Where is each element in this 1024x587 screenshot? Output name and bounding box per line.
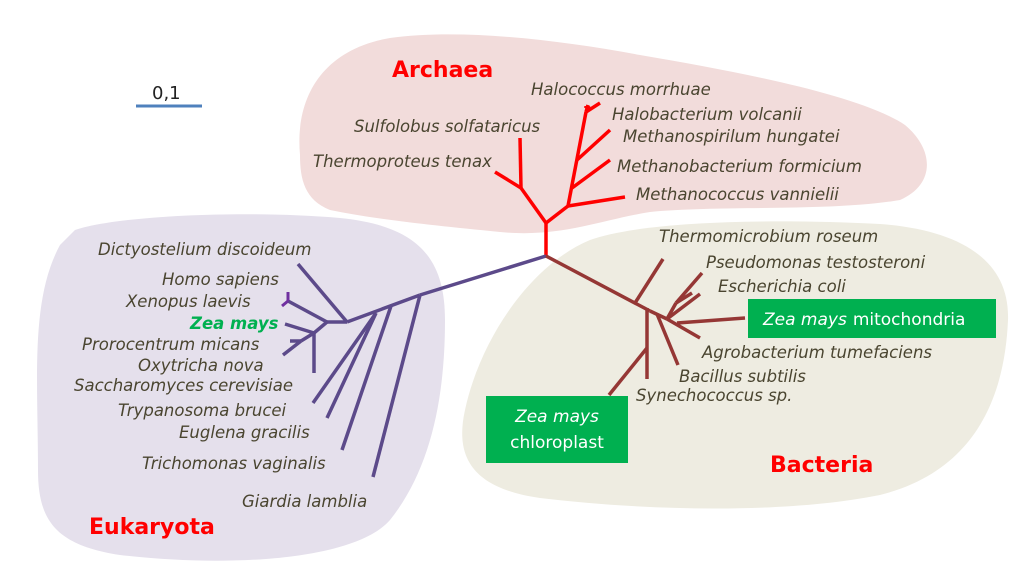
branch <box>300 331 315 343</box>
branch <box>287 299 328 324</box>
branch <box>281 339 303 357</box>
species-label: Saccharomyces cerevisiae <box>74 376 293 395</box>
branch <box>545 254 651 313</box>
species-label: Oxytricha nova <box>138 356 264 375</box>
species-label: Escherichia coli <box>718 277 846 296</box>
species-label: Halobacterium volcanii <box>612 105 802 124</box>
branch <box>570 158 612 190</box>
branch <box>674 271 704 305</box>
species-label: Xenopus laevis <box>125 292 251 311</box>
branch <box>567 195 626 208</box>
branch <box>665 302 678 320</box>
domain-label-bacteria: Bacteria <box>770 453 873 478</box>
species-label: Trypanosoma brucei <box>118 401 287 420</box>
branch <box>518 137 523 189</box>
branch <box>585 105 590 111</box>
domain-label-eukaryota: Eukaryota <box>89 515 215 540</box>
branch <box>519 186 548 225</box>
species-label: Agrobacterium tumefaciens <box>701 343 932 362</box>
species-label: Sulfolobus solfataricus <box>354 117 541 136</box>
branch <box>371 294 422 478</box>
species-label: Homo sapiens <box>162 270 279 289</box>
scale-bar-label: 0,1 <box>152 83 181 104</box>
zea-mays-chloroplast-box: Zea mays chloroplast <box>486 396 628 463</box>
species-label: Methanobacterium formicium <box>617 157 862 176</box>
archaea-region <box>299 34 927 234</box>
mitochondria-box-italic: Zea mays <box>762 310 847 330</box>
branch <box>419 254 547 297</box>
chloroplast-box-line1: Zea mays <box>514 407 599 427</box>
branch <box>284 322 315 335</box>
branch <box>296 262 349 324</box>
species-label: Halococcus morrhuae <box>531 80 711 99</box>
bacteria-branches <box>545 254 746 397</box>
branch <box>325 312 378 419</box>
branch <box>544 204 570 225</box>
eukaryota-branches <box>281 254 547 478</box>
branch <box>494 170 522 190</box>
species-label: Dictyostelium discoideum <box>98 240 311 259</box>
species-label: Methanococcus vannielii <box>636 185 839 204</box>
branch <box>665 292 702 321</box>
branch <box>312 320 329 335</box>
xenopus-fork <box>281 292 290 308</box>
branch <box>607 346 649 397</box>
branch <box>655 313 680 366</box>
species-label: Thermoproteus tenax <box>313 152 492 171</box>
branch <box>676 316 746 325</box>
species-label: Giardia lamblia <box>242 492 367 511</box>
domain-label-archaea: Archaea <box>392 58 493 83</box>
species-label: Euglena gracilis <box>179 423 310 442</box>
species-label: Pseudomonas testosteroni <box>706 253 926 272</box>
species-label: Methanospirilum hungatei <box>623 127 840 146</box>
branch <box>575 128 612 162</box>
branch <box>633 258 665 304</box>
species-label-zea-mays: Zea mays <box>189 314 279 333</box>
zea-mays-mitochondria-box: Zea mays mitochondria <box>748 299 996 338</box>
branch <box>666 317 701 340</box>
chloroplast-box-line2: chloroplast <box>510 433 604 453</box>
species-label: Prorocentrum micans <box>82 335 260 354</box>
eukaryota-region <box>37 214 445 561</box>
species-label: Bacillus subtilis <box>679 367 806 386</box>
species-label: Synechococcus sp. <box>636 386 792 405</box>
archaea-branches <box>494 101 626 256</box>
species-label: Trichomonas vaginalis <box>142 454 326 473</box>
branch <box>311 311 378 405</box>
branch <box>346 293 421 324</box>
species-label: Thermomicrobium roseum <box>659 227 878 246</box>
mitochondria-box-text: mitochondria <box>853 310 966 330</box>
branch <box>340 305 393 451</box>
